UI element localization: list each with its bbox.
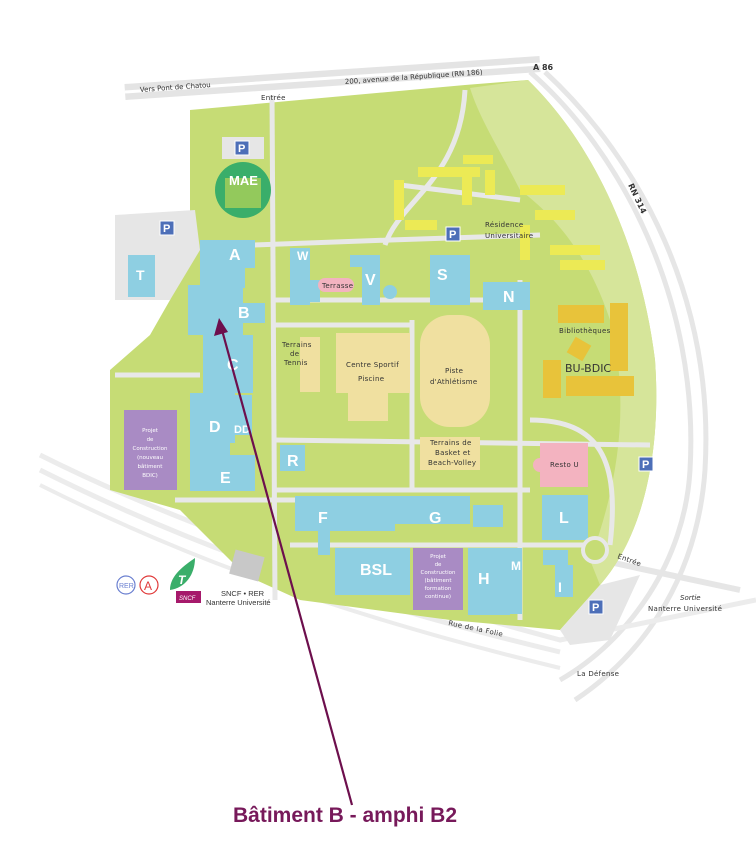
project-text: (bâtiment (424, 577, 452, 584)
tennis-label: Terrains (281, 341, 312, 349)
tram-text: T (178, 573, 187, 587)
la-defense-label: La Défense (577, 670, 619, 678)
station-label: SNCF • RER (221, 589, 265, 598)
project-text: BDIC) (142, 473, 158, 479)
building-l-label[interactable]: L (559, 510, 569, 527)
rer-a-icon (139, 575, 159, 595)
building-d-label[interactable]: D (209, 419, 221, 436)
roundabout (581, 536, 609, 564)
parking-icon[interactable]: P (159, 220, 175, 236)
area-labels: Terrasse Terrains de Tennis Centre Sport… (281, 221, 611, 469)
project-text: de (435, 562, 442, 568)
basket-label: Basket et (435, 449, 471, 457)
building-bsl-label[interactable]: BSL (360, 562, 392, 579)
station-building (229, 549, 265, 582)
building-f-label[interactable]: F (318, 510, 328, 527)
bibliotheques-label: Bibliothèques (559, 327, 611, 335)
building-e-label[interactable]: E (220, 470, 231, 487)
tennis-label: de (290, 350, 299, 358)
piste-label: Piste (445, 367, 463, 375)
building-v-label[interactable]: V (365, 272, 376, 289)
building-s-label[interactable]: S (437, 267, 448, 284)
library-buildings (543, 303, 634, 398)
terrasse-label: Terrasse (321, 282, 353, 290)
basket-label: Beach-Volley (428, 459, 476, 467)
svg-text:P: P (642, 459, 649, 471)
svg-text:P: P (163, 223, 170, 235)
svg-text:P: P (449, 229, 456, 241)
residence-label: Résidence (485, 221, 524, 229)
project-text: Projet (142, 428, 159, 434)
building-m-label[interactable]: M (511, 559, 521, 573)
sncf-icon (176, 591, 201, 603)
project-text: Projet (430, 554, 447, 560)
terrasse-area (318, 278, 354, 292)
residence-buildings (394, 155, 605, 270)
sport-centre-label: Piscine (358, 375, 384, 383)
campus-east-lawn (470, 80, 657, 585)
resto-u-label[interactable]: Resto U (550, 461, 579, 469)
building-dd-label[interactable]: DD (234, 424, 250, 436)
caption-batiment-b: Bâtiment B - amphi B2 (232, 804, 458, 827)
project-text: formation (425, 586, 452, 592)
project-formation (413, 548, 463, 610)
entree-north-label: Entrée (261, 94, 286, 102)
building-labels: A B C D DD E T W V S N R F G BSL H M L I… (136, 173, 569, 595)
building-i-label[interactable]: I (558, 579, 562, 595)
pointer-arrow (214, 318, 354, 806)
a86-label: A 86 (533, 63, 554, 72)
basket-label: Terrains de (429, 439, 472, 447)
building-h-label[interactable]: H (478, 571, 490, 588)
project-text: Construction (420, 570, 456, 576)
parking-icon[interactable]: P (445, 226, 461, 242)
building-g-label[interactable]: G (429, 510, 441, 527)
building-b-label[interactable]: B (238, 305, 250, 322)
piste-label: d'Athlétisme (430, 378, 478, 386)
tram-icon (170, 558, 195, 590)
rer-text: RER (119, 583, 134, 590)
svg-text:P: P (238, 143, 245, 155)
tennis-label: Tennis (283, 359, 308, 367)
parking-icon[interactable]: P (234, 140, 250, 156)
bu-bdic-label[interactable]: BU-BDIC (565, 362, 611, 375)
residence-label: Universitaire (485, 232, 533, 240)
parking-icon[interactable]: P (638, 456, 654, 472)
building-a-label[interactable]: A (229, 247, 241, 264)
transport-logos: RER A T SNCF SNCF • RER Nanterre Univers… (116, 558, 271, 607)
sortie-name-label: Nanterre Université (648, 605, 722, 613)
university-buildings (128, 240, 588, 615)
station-name-label: Nanterre Université (206, 598, 271, 607)
parking-markers[interactable]: P P P P P (159, 140, 654, 615)
project-text: de (147, 437, 154, 443)
svg-text:P: P (592, 602, 599, 614)
project-text: (nouveau (137, 455, 163, 461)
project-text: Construction (132, 446, 168, 452)
project-text: bâtiment (138, 463, 164, 470)
building-n-label[interactable]: N (503, 289, 515, 306)
rer-icon (116, 575, 136, 595)
building-mae-label[interactable]: MAE (229, 173, 258, 188)
sortie-label: Sortie (680, 594, 701, 602)
building-t-label[interactable]: T (136, 267, 145, 283)
project-labels: Projet de Construction (nouveau bâtiment… (132, 428, 456, 600)
sport-areas (300, 315, 490, 470)
sport-centre-label: Centre Sportif (346, 361, 399, 369)
project-bdic (124, 410, 177, 490)
rer-a-text: A (144, 579, 152, 593)
resto-u-building (540, 443, 588, 487)
building-w-label[interactable]: W (297, 249, 309, 263)
sncf-text: SNCF (179, 596, 196, 602)
building-r-label[interactable]: R (287, 453, 299, 470)
project-text: continue) (425, 594, 451, 600)
parking-icon[interactable]: P (588, 599, 604, 615)
